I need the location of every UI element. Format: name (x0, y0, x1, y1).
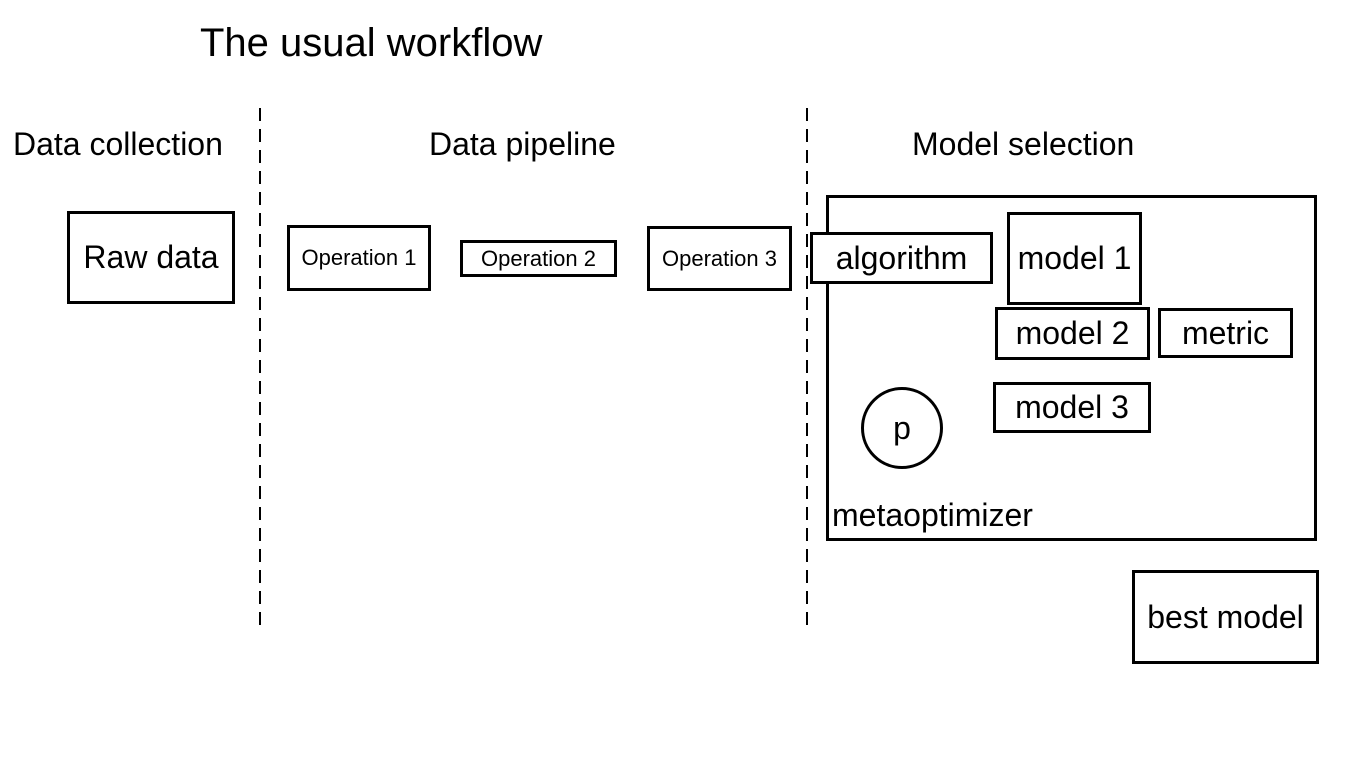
algorithm-box: algorithm (810, 232, 993, 284)
operation-1-label: Operation 1 (301, 245, 417, 270)
section-header-data-collection: Data collection (13, 126, 223, 162)
page-title: The usual workflow (200, 21, 543, 65)
section-header-data-pipeline: Data pipeline (429, 126, 616, 162)
operation-3-label: Operation 3 (662, 245, 777, 271)
model-3-box: model 3 (993, 382, 1151, 433)
metaoptimizer-label: metaoptimizer (832, 497, 1033, 533)
divider-line-pipeline-selection (806, 108, 808, 630)
divider-line-collection-pipeline (259, 108, 261, 630)
best-model-box: best model (1132, 570, 1319, 664)
algorithm-label: algorithm (835, 239, 968, 276)
operation-2-box: Operation 2 (460, 240, 617, 277)
model-1-box: model 1 (1007, 212, 1142, 305)
best-model-label: best model (1147, 598, 1304, 635)
operation-3-box: Operation 3 (647, 226, 792, 291)
model-3-label: model 3 (1015, 389, 1129, 425)
operation-2-label: Operation 2 (481, 245, 596, 271)
raw-data-label: Raw data (83, 239, 219, 275)
section-header-model-selection: Model selection (912, 126, 1135, 162)
metric-label: metric (1181, 314, 1270, 351)
model-2-label: model 2 (1015, 315, 1130, 351)
parameter-label: p (893, 409, 911, 446)
raw-data-box: Raw data (67, 211, 235, 304)
metric-box: metric (1158, 308, 1293, 358)
model-2-box: model 2 (995, 307, 1150, 360)
model-1-label: model 1 (1017, 240, 1132, 276)
parameter-circle: p (861, 387, 943, 469)
operation-1-box: Operation 1 (287, 225, 431, 291)
